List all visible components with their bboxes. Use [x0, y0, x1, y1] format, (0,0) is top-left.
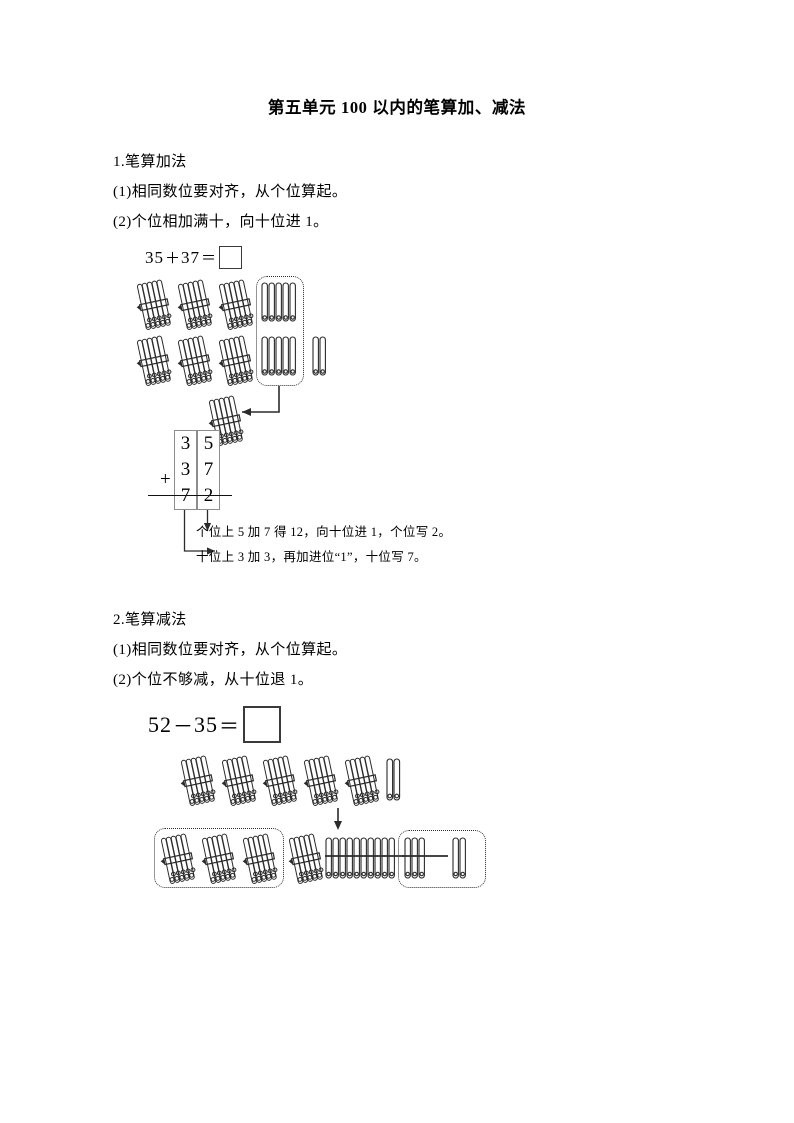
loose-sticks-three-right — [402, 836, 448, 884]
subtraction-sticks-figure — [120, 750, 540, 910]
subtraction-operator: － — [173, 716, 193, 738]
subtraction-left-operand: 52 — [148, 711, 172, 737]
stick-bundle — [177, 334, 213, 386]
stick-bundle — [180, 754, 216, 806]
loose-sticks-two — [312, 336, 332, 378]
stick-bundle — [218, 334, 254, 386]
stick-bundle — [242, 832, 278, 884]
ones-digit-addend-1: 5 — [203, 433, 214, 454]
loose-sticks-two-right — [452, 836, 474, 884]
column-plus-sign: + — [160, 469, 171, 490]
stick-bundle — [288, 832, 324, 884]
addition-annotation-tens: 十位上 3 加 3，再加进位“1”，十位写 7。 — [196, 550, 427, 564]
stick-bundle — [136, 334, 172, 386]
tens-digit-addend-1: 3 — [180, 433, 191, 454]
stick-bundle — [262, 754, 298, 806]
page-title: 第五单元 100 以内的笔算加、减法 — [267, 98, 527, 117]
section-2-heading: 2.笔算减法 — [113, 612, 187, 628]
section-2-rule-1: (1)相同数位要对齐，从个位算起。 — [113, 642, 348, 658]
ten-ones-dashed-group — [256, 276, 304, 386]
tens-digit-addend-2: 3 — [180, 459, 191, 480]
column-tens: 3 3 7 — [174, 430, 197, 510]
remaining-tens-dashed-group — [154, 828, 284, 888]
subtraction-equation: 52 － 35 ＝ — [148, 706, 281, 743]
section-1-rule-1: (1)相同数位要对齐，从个位算起。 — [113, 184, 348, 200]
column-rule-line — [148, 495, 232, 496]
column-addition-figure: + 3 3 7 5 7 2 — [148, 430, 540, 580]
column-ones: 5 7 2 — [197, 430, 220, 510]
section-1-heading: 1.笔算加法 — [113, 154, 187, 170]
ones-digit-addend-2: 7 — [203, 459, 214, 480]
addition-sticks-figure — [120, 272, 540, 572]
subtraction-right-operand: 35 — [194, 711, 218, 737]
subtraction-answer-blank[interactable] — [243, 706, 281, 743]
stick-bundle — [177, 278, 213, 330]
addition-answer-blank[interactable] — [219, 246, 243, 269]
addition-right-operand: 37 — [181, 247, 201, 267]
addition-annotation-ones: 个位上 5 加 7 得 12，向十位进 1，个位写 2。 — [196, 525, 452, 539]
stick-bundle — [344, 754, 380, 806]
section-2-rule-2: (2)个位不够减，从十位退 1。 — [113, 672, 314, 688]
stick-bundle — [221, 754, 257, 806]
subtraction-equals-sign: ＝ — [219, 716, 239, 738]
section-1-rule-2: (2)个位相加满十，向十位进 1。 — [113, 214, 329, 230]
addition-operator: ＋ — [165, 251, 181, 267]
subtrahend-ones-dashed-group — [398, 830, 486, 888]
stick-bundle — [303, 754, 339, 806]
addition-equals-sign: ＝ — [201, 251, 217, 267]
stick-bundle — [136, 278, 172, 330]
loose-sticks-five-top — [261, 282, 299, 324]
addition-equation: 35 ＋ 37 ＝ — [145, 246, 243, 269]
stick-bundle — [201, 832, 237, 884]
loose-sticks-five-bottom — [261, 336, 299, 378]
stick-bundle — [160, 832, 196, 884]
ones-digit-sum: 2 — [203, 485, 214, 506]
loose-sticks-two-top — [386, 758, 406, 804]
tens-digit-sum: 7 — [180, 485, 191, 506]
addition-left-operand: 35 — [145, 247, 164, 267]
stick-bundle — [218, 278, 254, 330]
untied-ten-sticks — [325, 836, 415, 884]
